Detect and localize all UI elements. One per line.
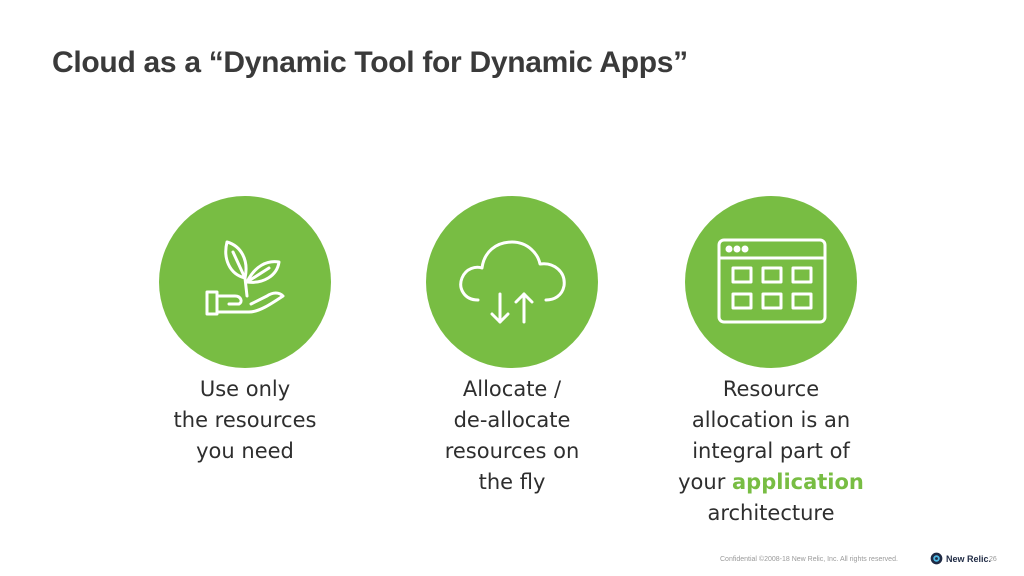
highlight-application: application [732,470,864,494]
caption-line: allocation is an [691,408,851,432]
caption-line: Resource [722,377,820,401]
caption-resources: Use only the resources you need [130,374,360,467]
caption-line: the fly [478,470,546,494]
hand-plant-icon [205,240,285,316]
architecture-circle [685,196,857,368]
brand-logo: New Relic. [930,552,991,565]
slide-title: Cloud as a “Dynamic Tool for Dynamic App… [52,46,688,79]
caption-prefix: your [678,470,733,494]
resources-circle [159,196,331,368]
caption-line: de-allocate [453,408,571,432]
caption-architecture: Resource allocation is an integral part … [656,374,886,529]
caption-line: you need [196,439,294,463]
caption-line: resources on [444,439,580,463]
caption-line: architecture [707,501,835,525]
caption-line: integral part of [692,439,850,463]
caption-allocate: Allocate / de-allocate resources on the … [397,374,627,498]
brand-name: New Relic. [946,553,992,564]
caption-line: the resources [173,408,317,432]
caption-line-highlight: your application [656,467,886,498]
caption-line: Use only [199,377,291,401]
browser-window-icon [717,238,827,324]
confidential-notice: Confidential ©2008-18 New Relic, Inc. Al… [720,556,898,563]
cloud-updown-icon [459,240,566,324]
caption-line: Allocate / [462,377,562,401]
allocate-circle [426,196,598,368]
new-relic-logo-icon [930,552,943,565]
page-number: 26 [989,556,997,563]
